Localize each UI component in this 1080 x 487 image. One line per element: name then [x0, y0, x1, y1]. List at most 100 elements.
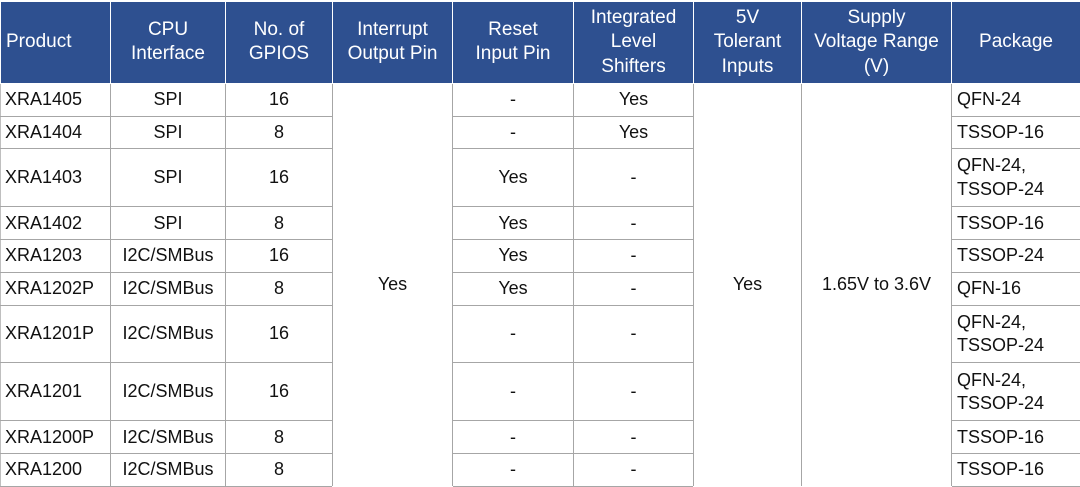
column-header-line: CPU	[147, 19, 189, 41]
cell-reset-input-pin: Yes	[452, 271, 574, 306]
cell-reset-input-pin: -	[452, 362, 574, 422]
column-header-line: Supply	[847, 7, 906, 28]
package-line: QFN-24,	[957, 369, 1027, 390]
cell-package: TSSOP-24	[951, 239, 1080, 273]
cell-reset-input-pin: Yes	[452, 206, 574, 241]
cell-product: XRA1402	[0, 206, 111, 241]
cell-package: QFN-24,TSSOP-24	[951, 362, 1080, 422]
cell-package: TSSOP-16	[951, 420, 1080, 455]
cell-product: XRA1200	[0, 453, 111, 487]
column-header-line: Package	[979, 31, 1053, 53]
column-header-line: Product	[6, 31, 72, 53]
column-header-line: Tolerant	[713, 31, 782, 53]
column-header-line: Shifters	[601, 55, 666, 77]
column-header-line: Inputs	[721, 55, 774, 77]
cell-package: TSSOP-16	[951, 115, 1080, 150]
package-line: TSSOP-16	[957, 121, 1045, 142]
cell-package: QFN-24	[951, 82, 1080, 117]
cell-cpu-interface: I2C/SMBus	[110, 420, 226, 455]
cell-reset-input-pin: -	[452, 304, 574, 364]
column-header-line: Input Pin	[475, 43, 551, 65]
cell-cpu-interface: SPI	[110, 206, 226, 241]
cell-package: QFN-24,TSSOP-24	[951, 148, 1080, 208]
cell-package: QFN-16	[951, 271, 1080, 306]
cell-supply-voltage-range: 1.65V to 3.6V	[801, 82, 952, 487]
package-line: TSSOP-16	[957, 426, 1045, 447]
cell-level-shifters: -	[573, 206, 694, 241]
cell-level-shifters: -	[573, 362, 694, 422]
cell-level-shifters: -	[573, 304, 694, 364]
package-line: QFN-24,	[957, 155, 1027, 176]
cell-reset-input-pin: Yes	[452, 148, 574, 208]
cell-gpios: 8	[225, 271, 333, 306]
column-header-line: Reset	[488, 19, 538, 41]
package-line: TSSOP-16	[957, 212, 1045, 233]
column-header-line: GPIOS	[248, 43, 310, 65]
cell-reset-input-pin: -	[452, 115, 574, 150]
column-header-line: 5V	[735, 7, 760, 28]
column-header-line: Interface	[131, 43, 205, 65]
cell-cpu-interface: I2C/SMBus	[110, 239, 226, 273]
cell-cpu-interface: I2C/SMBus	[110, 453, 226, 487]
package-line: QFN-16	[957, 277, 1022, 298]
cell-level-shifters: -	[573, 148, 694, 208]
cell-level-shifters: -	[573, 420, 694, 455]
package-line: QFN-24	[957, 89, 1022, 110]
cell-gpios: 8	[225, 453, 333, 487]
cell-package: TSSOP-16	[951, 453, 1080, 487]
cell-cpu-interface: SPI	[110, 115, 226, 150]
package-line: TSSOP-24	[957, 335, 1045, 356]
column-header-product[interactable]: Product	[0, 0, 111, 84]
cell-reset-input-pin: Yes	[452, 239, 574, 273]
cell-cpu-interface: I2C/SMBus	[110, 271, 226, 306]
cell-package: TSSOP-16	[951, 206, 1080, 241]
cell-level-shifters: -	[573, 271, 694, 306]
cell-product: XRA1201P	[0, 304, 111, 364]
column-header-line: Voltage Range	[814, 31, 939, 53]
cell-product: XRA1405	[0, 82, 111, 117]
cell-reset-input-pin: -	[452, 82, 574, 117]
package-line: TSSOP-24	[957, 245, 1045, 266]
cell-product: XRA1200P	[0, 420, 111, 455]
cell-gpios: 8	[225, 115, 333, 150]
cell-gpios: 16	[225, 304, 333, 364]
column-header-line: Level	[610, 31, 657, 53]
cell-level-shifters: Yes	[573, 82, 694, 117]
package-line: QFN-24,	[957, 311, 1027, 332]
cell-5v-tolerant-inputs: Yes	[693, 82, 802, 487]
package-line: TSSOP-16	[957, 459, 1045, 480]
column-header-line: Integrated	[590, 7, 677, 28]
cell-package: QFN-24, TSSOP-24	[951, 304, 1080, 364]
cell-product: XRA1403	[0, 148, 111, 208]
package-line: TSSOP-24	[957, 392, 1045, 413]
cell-cpu-interface: SPI	[110, 148, 226, 208]
column-header-package[interactable]: Package	[951, 0, 1080, 84]
cell-product: XRA1201	[0, 362, 111, 422]
cell-product: XRA1202P	[0, 271, 111, 306]
cell-gpios: 8	[225, 420, 333, 455]
column-header-line: Output Pin	[347, 43, 438, 65]
cell-cpu-interface: I2C/SMBus	[110, 362, 226, 422]
cell-gpios: 16	[225, 148, 333, 208]
cell-gpios: 8	[225, 206, 333, 241]
column-header-line: (V)	[863, 55, 890, 77]
cell-interrupt-output-pin: Yes	[332, 82, 453, 487]
